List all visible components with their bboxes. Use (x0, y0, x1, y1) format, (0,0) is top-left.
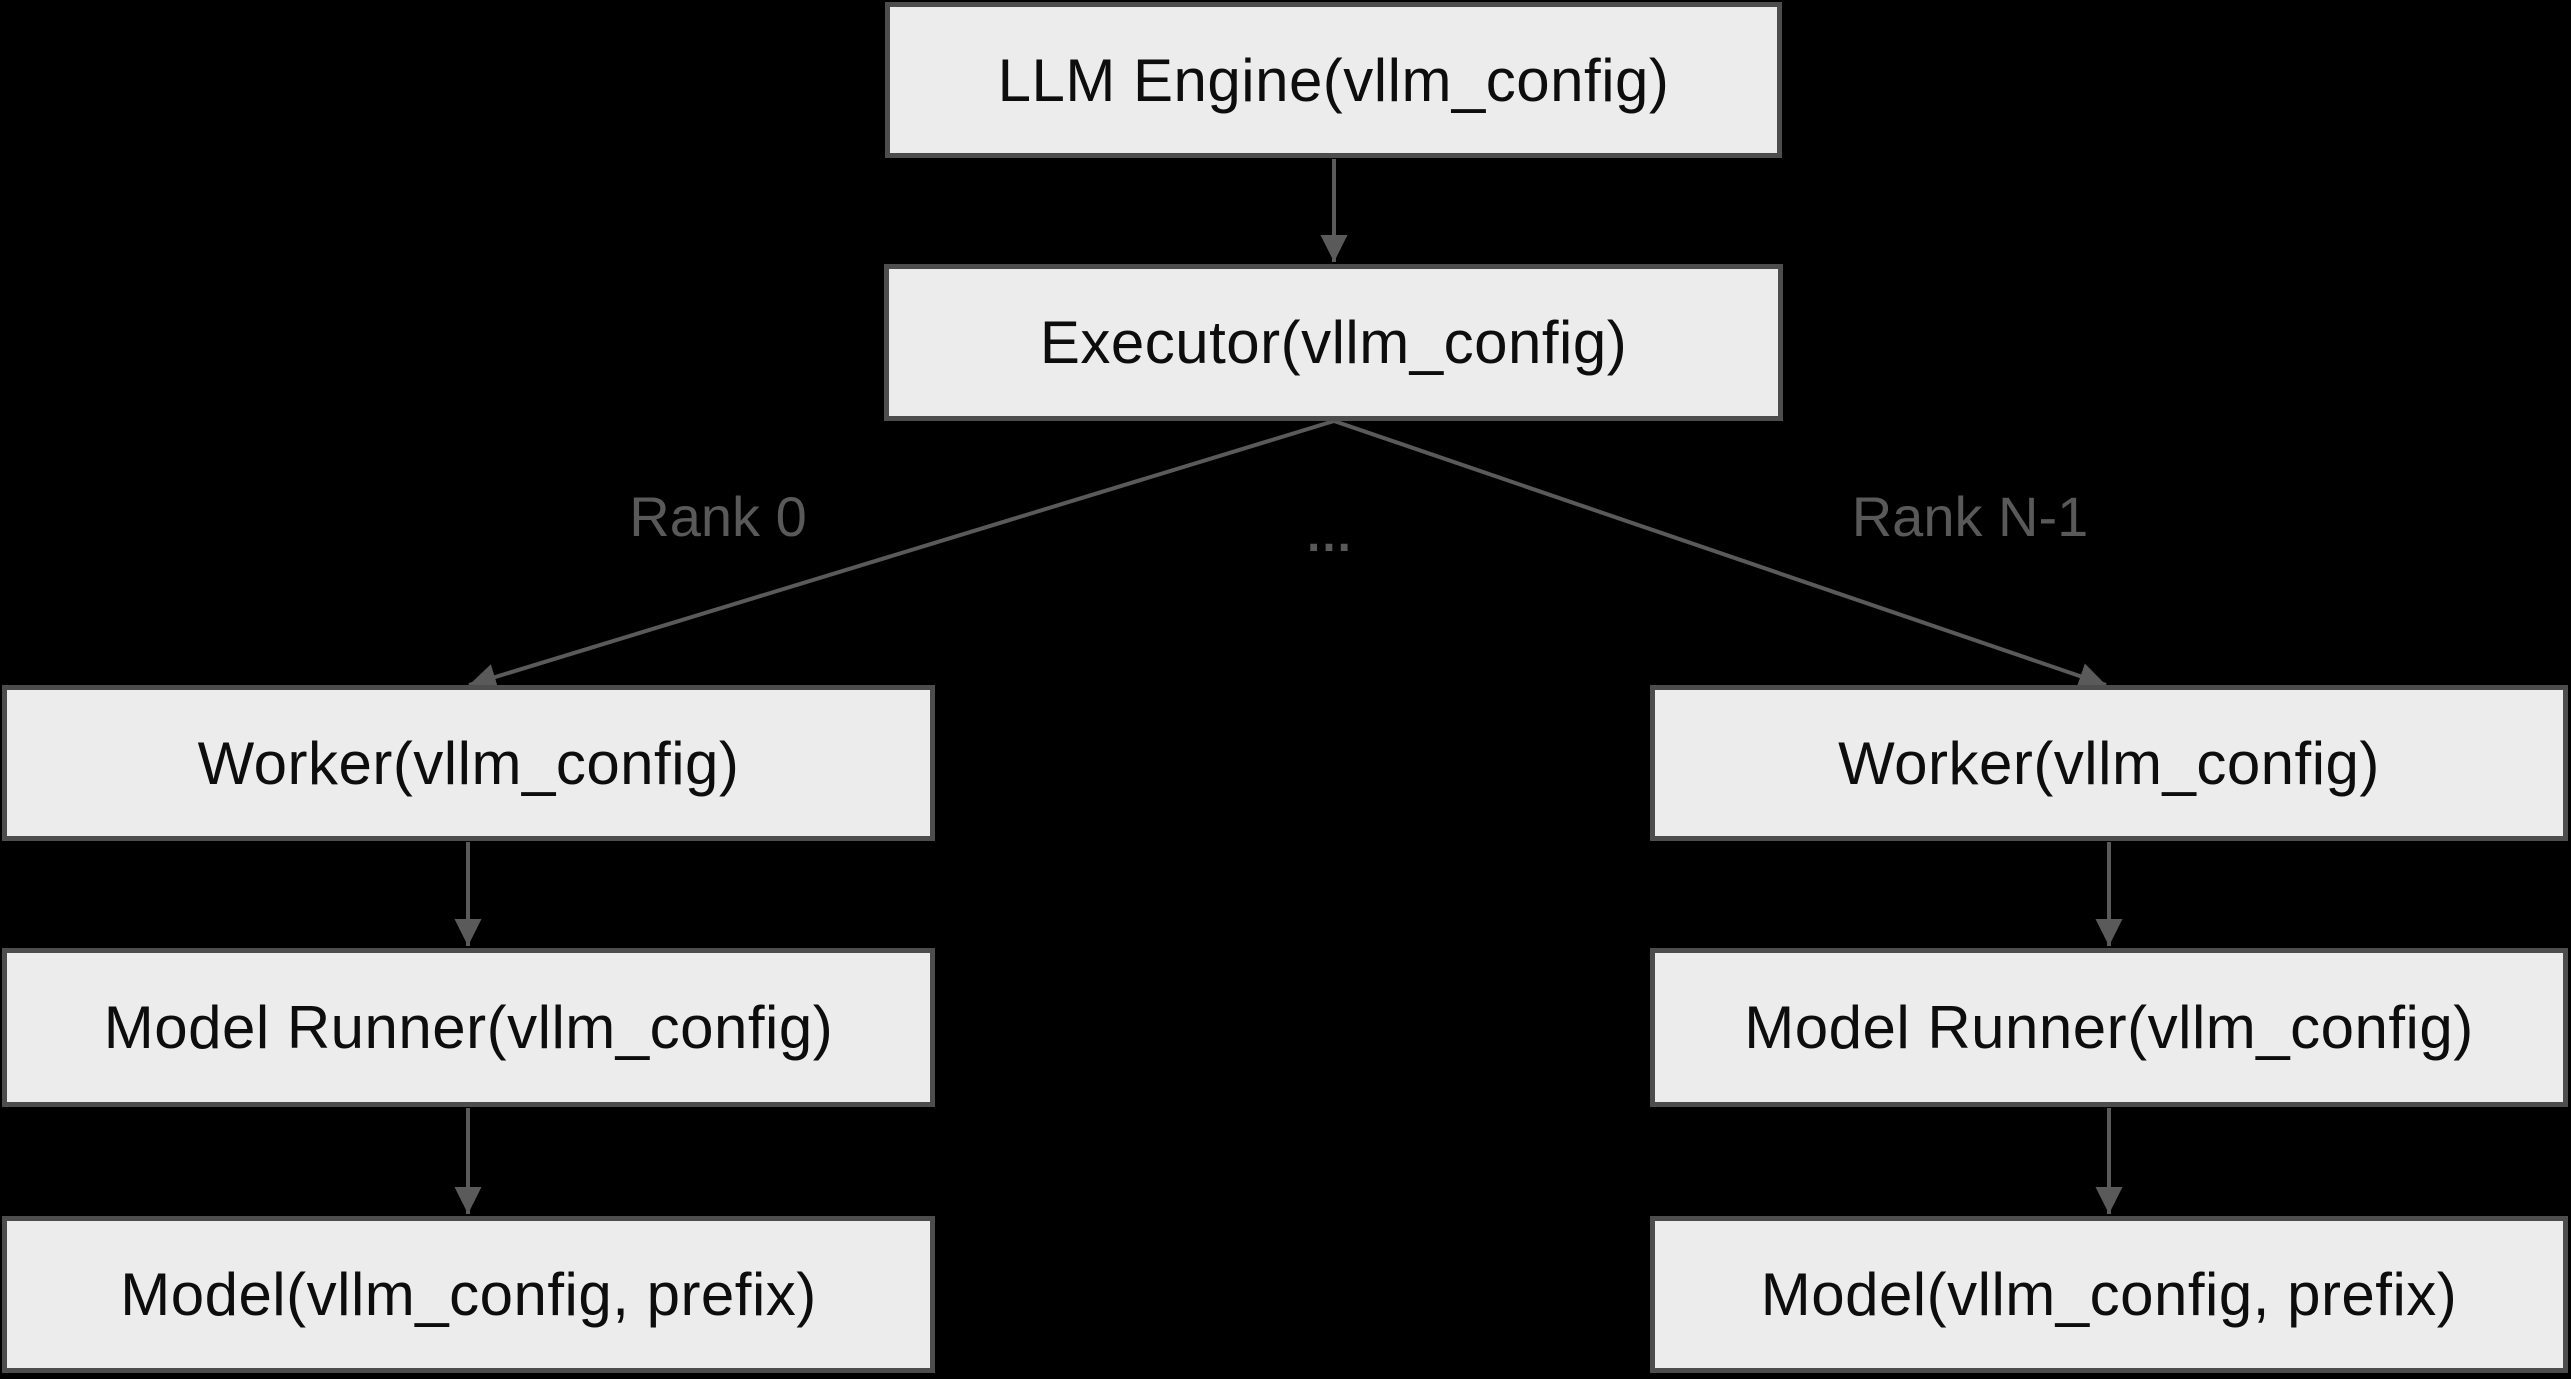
node-model-runner-rank0-label: Model Runner(vllm_config) (103, 994, 834, 1061)
node-llm-engine-label: LLM Engine(vllm_config) (997, 46, 1670, 114)
node-llm-engine: LLM Engine(vllm_config) (885, 2, 1782, 158)
node-worker-rank0: Worker(vllm_config) (2, 685, 935, 841)
node-model-runner-rankN: Model Runner(vllm_config) (1650, 948, 2568, 1107)
node-model-rankN-label: Model(vllm_config, prefix) (1760, 1261, 2458, 1328)
node-model-runner-rank0: Model Runner(vllm_config) (2, 948, 935, 1107)
edge-label-rank-n-1: Rank N-1 (1851, 484, 2089, 548)
node-executor-label: Executor(vllm_config) (1039, 309, 1628, 376)
node-model-runner-rankN-label: Model Runner(vllm_config) (1744, 994, 2474, 1061)
edge-executor-to-worker-rankN (1333, 419, 2107, 690)
node-model-rank0: Model(vllm_config, prefix) (2, 1216, 935, 1373)
node-model-rank0-label: Model(vllm_config, prefix) (120, 1261, 817, 1328)
edge-executor-to-worker-rank0 (468, 419, 1335, 691)
edge-label-rank-0: Rank 0 (629, 484, 807, 548)
node-worker-rankN: Worker(vllm_config) (1650, 685, 2568, 841)
node-worker-rankN-label: Worker(vllm_config) (1838, 729, 2380, 797)
node-executor: Executor(vllm_config) (884, 264, 1783, 421)
edge-label-ellipsis: … (1305, 508, 1355, 562)
node-model-rankN: Model(vllm_config, prefix) (1650, 1216, 2568, 1373)
node-worker-rank0-label: Worker(vllm_config) (197, 729, 740, 797)
